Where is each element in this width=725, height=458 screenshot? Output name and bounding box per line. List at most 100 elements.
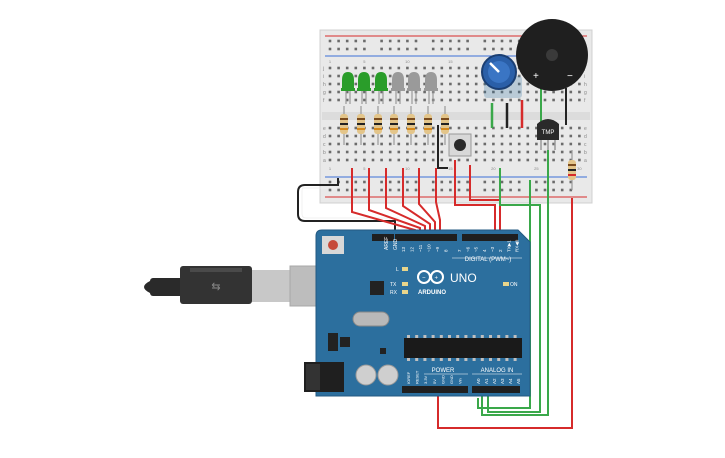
wire-5v-rail[interactable]: [437, 198, 573, 429]
rail-hole: [552, 180, 555, 184]
led-6[interactable]: [424, 72, 438, 104]
wire-button-pin3[interactable]: [454, 160, 496, 238]
breadboard-hole: [423, 74, 426, 78]
led-5[interactable]: [407, 72, 421, 104]
resistor-band: [441, 123, 449, 125]
breadboard-hole: [578, 142, 581, 146]
resistor-3[interactable]: [374, 106, 382, 145]
breadboard-hole: [560, 134, 564, 138]
wire-tmp-a0[interactable]: [481, 150, 549, 416]
breadboard-hole: [388, 74, 392, 78]
resistor-1[interactable]: [340, 106, 348, 145]
breadboard-hole: [397, 142, 401, 146]
led-1[interactable]: [341, 72, 355, 104]
breadboard-center-channel: [322, 112, 590, 120]
led-4[interactable]: [391, 72, 405, 104]
breadboard-hole: [423, 82, 426, 86]
breadboard-hole: [517, 90, 521, 94]
breadboard-hole: [388, 150, 392, 154]
logo-minus-icon: −: [422, 276, 426, 282]
rail-hole: [466, 39, 469, 43]
potentiometer[interactable]: [481, 54, 522, 98]
breadboard-hole: [440, 134, 444, 138]
rail-hole: [517, 188, 521, 192]
breadboard-hole: [371, 74, 375, 78]
breadboard-hole: [457, 158, 461, 162]
breadboard-hole: [363, 134, 366, 138]
piezo-buzzer[interactable]: + −: [516, 19, 588, 91]
breadboard-hole: [406, 90, 409, 94]
resistor-2[interactable]: [357, 106, 365, 145]
resistor-7[interactable]: [441, 106, 449, 145]
rail-hole: [535, 180, 538, 184]
rail-hole: [328, 39, 332, 43]
breadboard-hole: [509, 126, 512, 130]
resistor-4[interactable]: [390, 106, 398, 145]
breadboard-hole: [474, 134, 478, 138]
buzzer-minus-label: −: [567, 71, 573, 82]
breadboard-hole: [380, 158, 383, 162]
header-digital-low: [462, 234, 518, 241]
breadboard-hole: [371, 82, 375, 86]
breadboard-hole: [526, 134, 530, 138]
rail-hole: [328, 47, 332, 51]
breadboard-hole: [354, 158, 358, 162]
chip-pin: [513, 358, 517, 361]
rail-hole: [345, 39, 349, 43]
resistor-group[interactable]: [340, 106, 449, 145]
breadboard-hole: [492, 90, 495, 94]
wire-gnd-highlight: [301, 187, 399, 238]
breadboard-hole: [474, 82, 478, 86]
chip-pin: [439, 335, 443, 338]
breadboard-hole: [328, 126, 332, 130]
digital-pin-label: TX▶1: [506, 240, 511, 252]
breadboard-hole: [578, 134, 581, 138]
resistor-5[interactable]: [407, 106, 415, 145]
wire-led6-pin8[interactable]: [435, 168, 441, 238]
chip-pin: [407, 335, 410, 338]
led-2[interactable]: [357, 72, 371, 104]
breadboard-hole: [397, 126, 401, 130]
wire-gnd-black[interactable]: [297, 178, 396, 238]
rail-hole: [388, 188, 392, 192]
breadboard-hole: [517, 142, 521, 146]
breadboard-hole: [345, 142, 349, 146]
breadboard-hole: [466, 98, 469, 102]
breadboard-hole: [328, 142, 332, 146]
breadboard-hole: [414, 134, 418, 138]
resistor-right[interactable]: [568, 150, 576, 190]
breadboard-hole: [500, 142, 504, 146]
breadboard-hole: [337, 90, 340, 94]
wire-button-gnd[interactable]: [437, 125, 448, 169]
resistor-6[interactable]: [424, 106, 432, 145]
push-button-cap[interactable]: [454, 139, 466, 151]
on-label: ON: [510, 282, 518, 288]
rail-hole: [431, 188, 435, 192]
led-group[interactable]: [341, 72, 438, 104]
push-button[interactable]: [448, 133, 472, 157]
breadboard-hole: [345, 98, 349, 102]
wire-buzzer-pin2[interactable]: [469, 165, 501, 238]
breadboard-hole: [578, 82, 581, 86]
breadboard-hole: [526, 150, 530, 154]
breadboard-hole: [457, 90, 461, 94]
chip-pin: [505, 335, 509, 338]
rail-hole: [492, 47, 495, 51]
resistor-band: [407, 118, 415, 120]
rail-hole: [483, 188, 487, 192]
breadboard-hole: [406, 98, 409, 102]
breadboard-hole: [440, 142, 444, 146]
breadboard-hole: [406, 142, 409, 146]
led-3[interactable]: [374, 72, 388, 104]
reset-button[interactable]: [328, 240, 338, 250]
rail-hole: [431, 39, 435, 43]
temperature-sensor[interactable]: TMP: [537, 119, 559, 150]
breadboard-hole: [345, 134, 349, 138]
breadboard-hole: [345, 158, 349, 162]
breadboard-hole: [474, 158, 478, 162]
